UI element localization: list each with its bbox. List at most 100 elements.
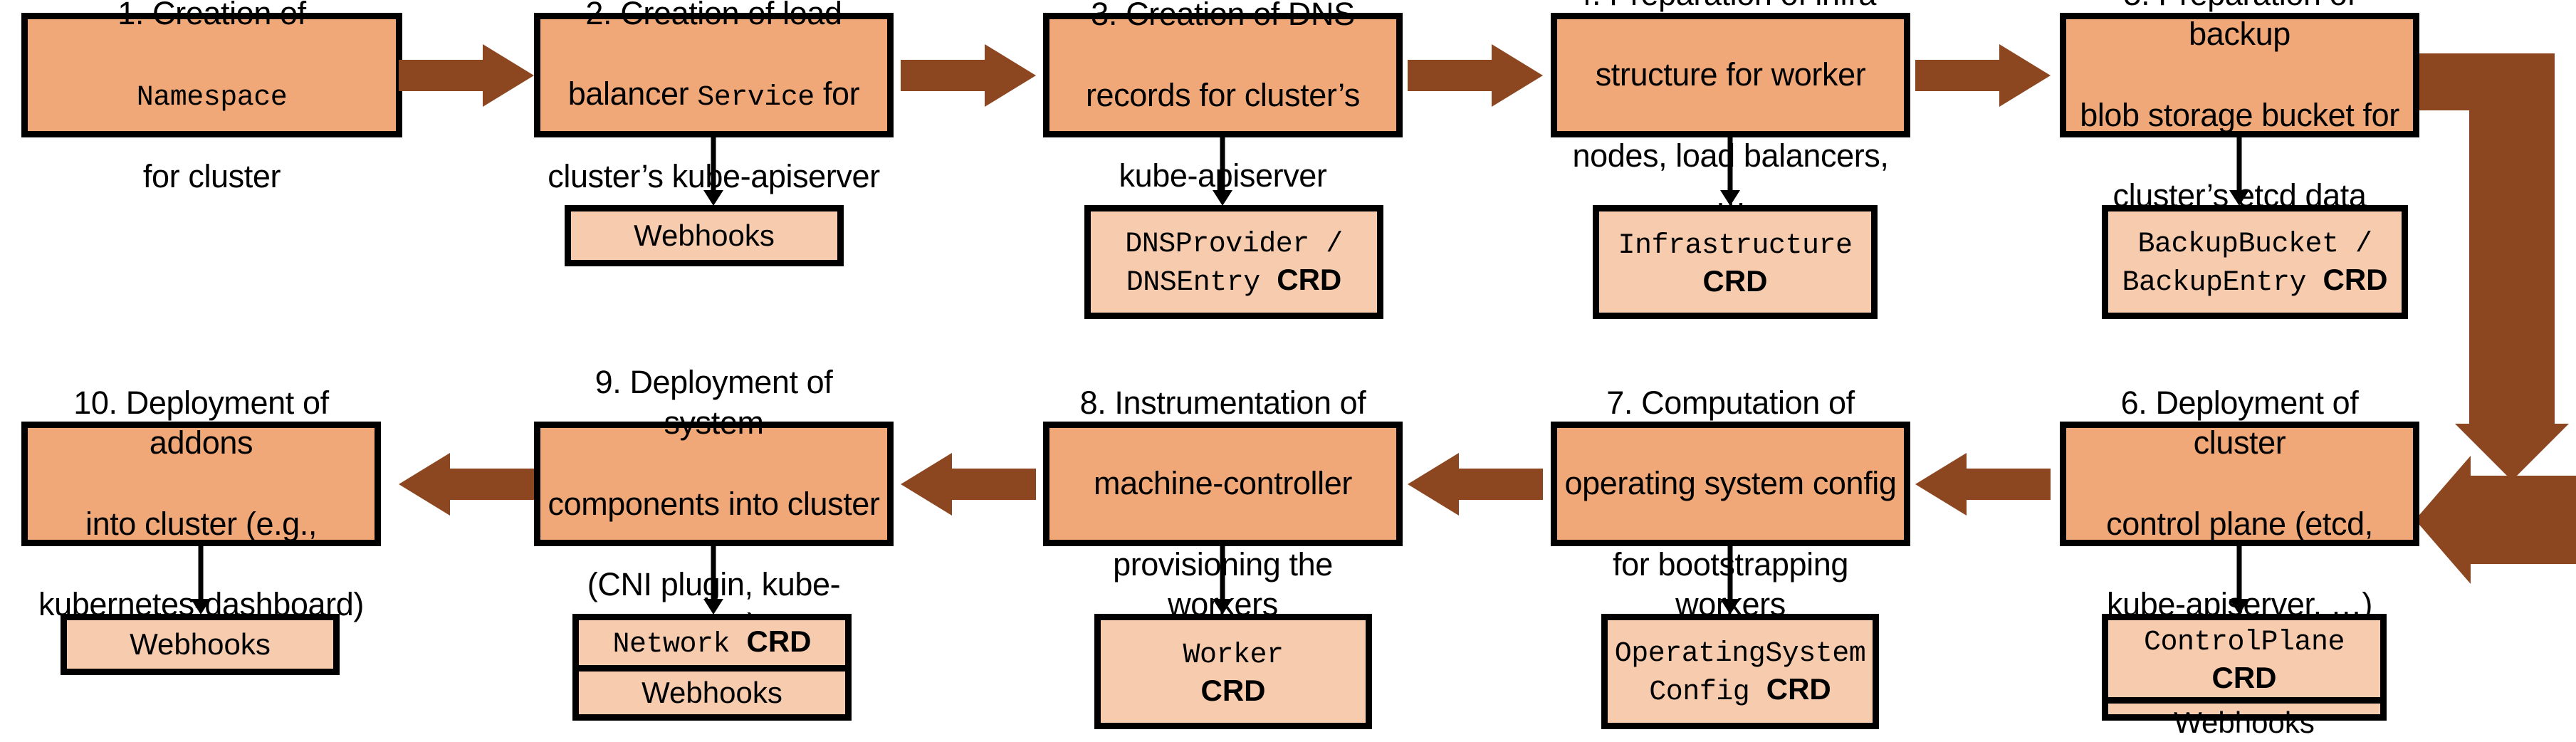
step-box-3[interactable]: 3. Creation of DNS records for cluster’s… xyxy=(1043,0,1403,194)
resource-cell-network-crd: Network CRD xyxy=(579,620,845,665)
step-box-2[interactable]: 2. Creation of load balancer Service for… xyxy=(534,0,894,194)
resource-kind-crd: CRD xyxy=(1702,263,1768,298)
step-2-text: 2. Creation of load balancer Service for… xyxy=(548,0,880,197)
step-box-5[interactable]: 5. Preparation of backup blob storage bu… xyxy=(2060,0,2419,214)
step-8-line-1: 8. Instrumentation of xyxy=(1079,384,1366,421)
resource-code-backupbucket: BackupBucket / BackupEntry xyxy=(2122,229,2372,299)
resource-box-step7[interactable]: OperatingSystem Config CRD xyxy=(1601,614,1879,729)
connector-step4-to-infrastructure-crd xyxy=(1718,137,1747,207)
resource-cell-webhooks: Webhooks xyxy=(67,620,333,669)
resource-box-step8[interactable]: Worker CRD xyxy=(1094,614,1372,729)
step-3-line-2: records for cluster’s xyxy=(1085,76,1361,113)
resource-box-step6[interactable]: ControlPlane CRD Webhooks xyxy=(2102,614,2387,739)
resource-cell-worker-crd: Worker CRD xyxy=(1101,620,1366,723)
resource-code-worker: Worker xyxy=(1183,639,1284,672)
resource-label-network-crd: Network CRD xyxy=(612,624,811,662)
resource-box-step4[interactable]: Infrastructure CRD xyxy=(1593,205,1878,319)
resource-cell-backupbucket-crd: BackupBucket / BackupEntry CRD xyxy=(2108,211,2402,313)
arrow-step2-to-step3 xyxy=(901,44,1036,107)
arrow-step4-to-step5 xyxy=(1915,44,2051,107)
step-box-6[interactable]: 6. Deployment of cluster control plane (… xyxy=(2060,385,2419,622)
arrow-step1-to-step2 xyxy=(399,44,534,107)
step-7-line-2: operating system config xyxy=(1564,465,1897,502)
connector-step3-to-dns-crd xyxy=(1210,137,1239,207)
step-1-line-3: for cluster xyxy=(142,158,281,195)
step-5-line-2: blob storage bucket for xyxy=(2080,96,2399,133)
arrow-step5-to-step6-elbow xyxy=(2419,53,2576,509)
resource-cell-infrastructure-crd: Infrastructure CRD xyxy=(1599,211,1871,313)
step-10-line-2: into cluster (e.g., xyxy=(85,505,318,542)
step-3-line-1: 3. Creation of DNS xyxy=(1091,0,1355,33)
resource-kind-crd: CRD xyxy=(746,624,812,658)
connector-step10-to-webhooks xyxy=(189,546,217,616)
step-8-text: 8. Instrumentation of machine-controller… xyxy=(1057,343,1389,625)
resource-label-controlplane-crd: ControlPlane CRD xyxy=(2114,622,2375,696)
resource-cell-operatingsystemconfig-crd: OperatingSystem Config CRD xyxy=(1608,620,1873,723)
arrow-step3-to-step4 xyxy=(1408,44,1543,107)
connector-step6-to-controlplane-crd xyxy=(2227,546,2256,616)
step-4-line-2: structure for worker xyxy=(1595,56,1866,93)
step-box-1[interactable]: 1. Creation of Namespace for cluster xyxy=(21,0,402,194)
step-2-line-2-post: for xyxy=(814,75,860,113)
step-9-line-1: 9. Deployment of system xyxy=(595,364,833,441)
arrow-step6-to-step7 xyxy=(1915,453,2051,516)
step-box-8[interactable]: 8. Instrumentation of machine-controller… xyxy=(1043,385,1403,622)
resource-code-controlplane: ControlPlane xyxy=(2143,627,2345,659)
connector-step7-to-operatingsystemconfig-crd xyxy=(1718,546,1747,616)
resource-label-dns-crd: DNSProvider / DNSEntry CRD xyxy=(1125,224,1343,301)
step-5-line-1: 5. Preparation of backup xyxy=(2124,0,2356,53)
resource-label-webhooks: Webhooks xyxy=(130,627,271,661)
resource-cell-dns-crd: DNSProvider / DNSEntry CRD xyxy=(1091,211,1377,313)
resource-code-infrastructure: Infrastructure xyxy=(1618,229,1853,262)
step-2-line-3: cluster’s kube-apiserver xyxy=(548,158,880,195)
resource-label-webhooks: Webhooks xyxy=(642,675,782,709)
resource-code-network: Network xyxy=(612,628,747,661)
resource-label-backupbucket-crd: BackupBucket / BackupEntry CRD xyxy=(2122,224,2387,301)
resource-box-step3[interactable]: DNSProvider / DNSEntry CRD xyxy=(1084,205,1383,319)
resource-label-operatingsystemconfig-crd: OperatingSystem Config CRD xyxy=(1615,633,1866,710)
resource-box-step10[interactable]: Webhooks xyxy=(61,614,340,675)
step-box-9[interactable]: 9. Deployment of system components into … xyxy=(534,364,894,643)
step-2-code-service: Service xyxy=(697,82,815,115)
step-6-line-1: 6. Deployment of cluster xyxy=(2120,384,2359,461)
resource-label-worker-crd: Worker CRD xyxy=(1183,634,1284,709)
arrow-step9-to-step10 xyxy=(399,453,534,516)
step-1-text: 1. Creation of Namespace for cluster xyxy=(117,0,306,197)
step-10-line-1: 10. Deployment of addons xyxy=(73,384,329,461)
resource-kind-crd: CRD xyxy=(1766,672,1831,706)
step-4-line-1: 4. Preparation of infra- xyxy=(1574,0,1887,12)
step-8-line-2: machine-controller xyxy=(1094,465,1352,502)
resource-kind-crd: CRD xyxy=(1277,263,1342,296)
resource-kind-crd: CRD xyxy=(2211,661,2277,694)
resource-box-step2[interactable]: Webhooks xyxy=(565,205,844,266)
arrow-step7-to-step8 xyxy=(1408,453,1543,516)
step-2-line-2-pre: balancer xyxy=(567,75,698,113)
step-box-7[interactable]: 7. Computation of operating system confi… xyxy=(1551,385,1910,622)
connector-step2-to-webhooks xyxy=(701,137,730,207)
step-1-code-namespace: Namespace xyxy=(136,82,288,115)
step-box-10[interactable]: 10. Deployment of addons into cluster (e… xyxy=(21,385,381,622)
step-7-text: 7. Computation of operating system confi… xyxy=(1564,343,1897,625)
resource-cell-webhooks: Webhooks xyxy=(571,211,837,260)
resource-label-webhooks: Webhooks xyxy=(2174,706,2315,740)
resource-cell-webhooks: Webhooks xyxy=(579,665,845,714)
resource-cell-controlplane-crd: ControlPlane CRD xyxy=(2108,620,2380,697)
connector-step5-to-backupbucket-crd xyxy=(2227,137,2256,207)
arrow-step6-head xyxy=(2415,456,2576,584)
connector-step8-to-worker-crd xyxy=(1210,546,1239,616)
step-7-line-1: 7. Computation of xyxy=(1606,384,1855,421)
step-box-4[interactable]: 4. Preparation of infra- structure for w… xyxy=(1551,0,1910,214)
resource-code-dnsprovider: DNSProvider / DNSEntry xyxy=(1125,229,1343,299)
resource-label-infrastructure-crd: Infrastructure CRD xyxy=(1618,225,1853,299)
step-9-text: 9. Deployment of system components into … xyxy=(548,323,880,646)
step-1-line-1: 1. Creation of xyxy=(117,0,306,31)
resource-code-operatingsystemconfig: OperatingSystem Config xyxy=(1614,638,1866,709)
resource-box-step5[interactable]: BackupBucket / BackupEntry CRD xyxy=(2102,205,2408,319)
resource-box-step9[interactable]: Network CRD Webhooks xyxy=(572,614,852,721)
resource-kind-crd: CRD xyxy=(1200,673,1266,707)
resource-cell-webhooks: Webhooks xyxy=(2108,697,2380,742)
resource-label-webhooks: Webhooks xyxy=(634,218,775,252)
step-2-line-1: 2. Creation of load xyxy=(585,0,842,31)
step-9-line-2: components into cluster xyxy=(548,485,880,522)
